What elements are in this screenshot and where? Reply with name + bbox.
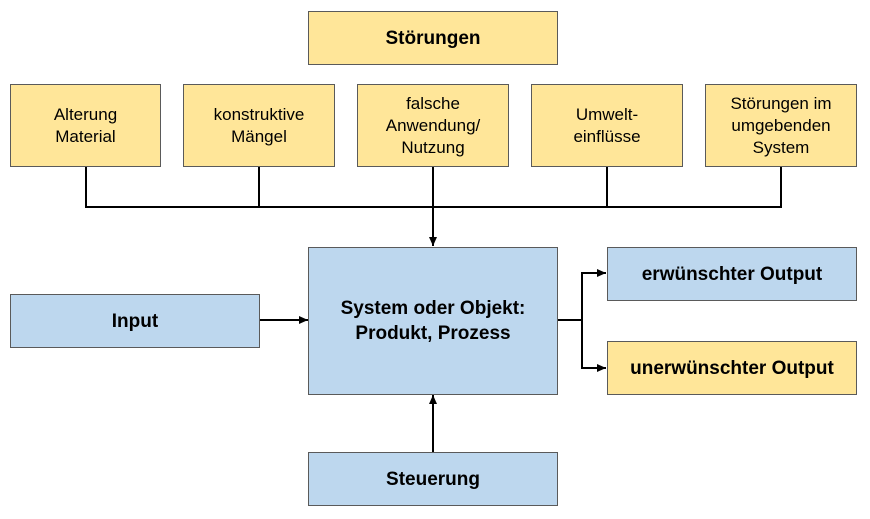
disturbance-label: Umwelt- einflüsse [573,104,641,146]
disturbance-label: konstruktive Mängel [213,104,305,146]
disturbance-label: Störungen im umgebenden System [730,93,832,157]
disturbance-label: Alterung Material [53,104,118,146]
undesired-output-label: unerwünschter Output [630,357,834,379]
disturbance-box-konstruktive: konstruktive Mängel [183,84,335,167]
undesired-output-box: unerwünschter Output [607,341,857,395]
disturbance-label: falsche Anwendung/ Nutzung [385,93,481,157]
control-label: Steuerung [386,468,480,490]
input-box: Input [10,294,260,348]
desired-output-label: erwünschter Output [641,263,823,285]
disturbance-box-alterung: Alterung Material [10,84,161,167]
system-box: System oder Objekt: Produkt, Prozess [308,247,558,395]
desired-output-box: erwünschter Output [607,247,857,301]
system-label: System oder Objekt: Produkt, Prozess [340,298,526,344]
control-box: Steuerung [308,452,558,506]
disturbance-box-umwelt: Umwelt- einflüsse [531,84,683,167]
disturbances-title-box: Störungen [308,11,558,65]
disturbances-title: Störungen [385,27,481,49]
input-label: Input [111,310,159,332]
disturbance-box-umgebend: Störungen im umgebenden System [705,84,857,167]
disturbance-box-anwendung: falsche Anwendung/ Nutzung [357,84,509,167]
